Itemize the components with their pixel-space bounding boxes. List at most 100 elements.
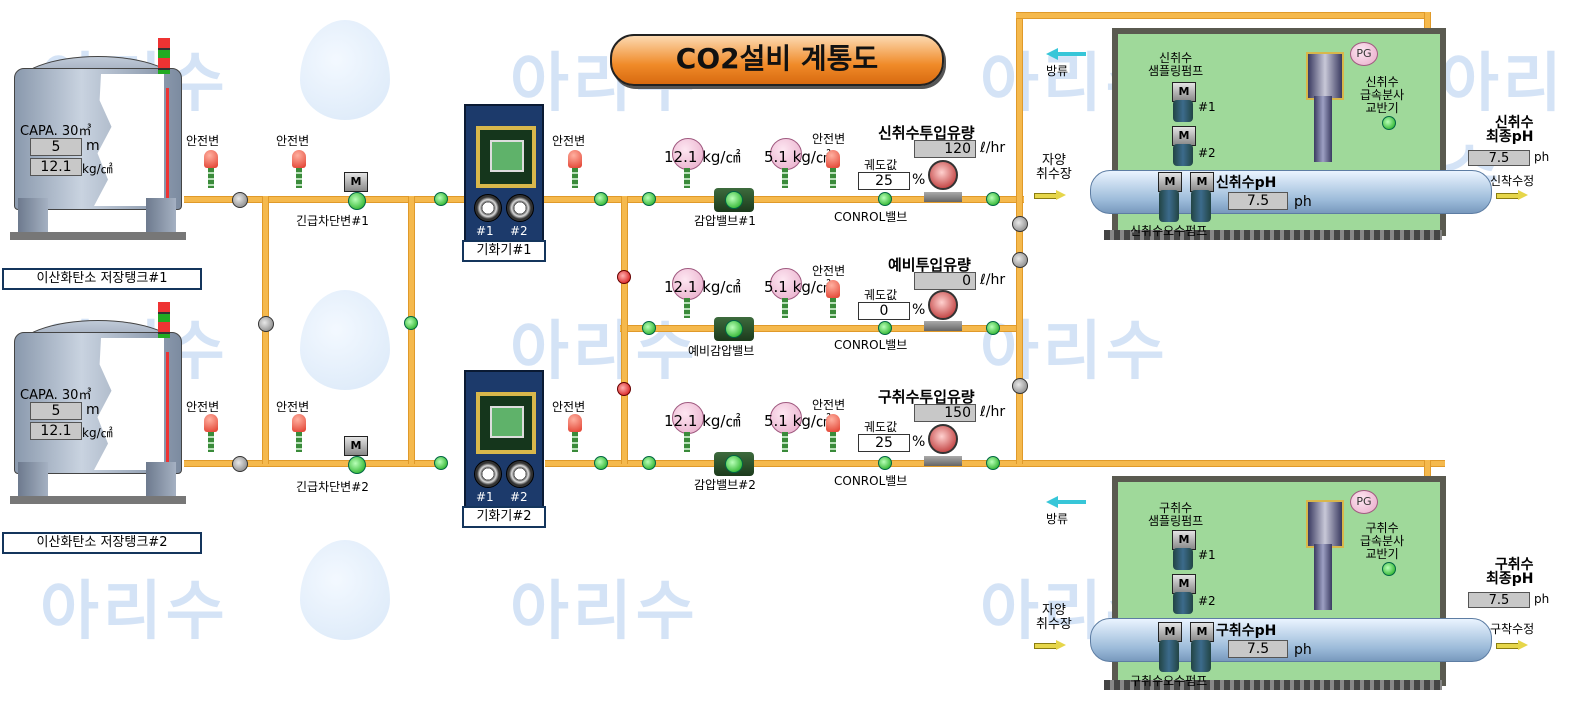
emergency-shutoff-valve-2[interactable]: M <box>336 436 376 474</box>
tank-level: 5 <box>30 402 82 420</box>
intake-pipe <box>1090 170 1492 214</box>
flow-meter <box>928 424 958 454</box>
outflow-arrow-icon <box>1496 190 1528 200</box>
safety-valve[interactable] <box>826 280 840 320</box>
closed-valve[interactable] <box>617 270 631 284</box>
manual-valve[interactable] <box>1012 252 1028 268</box>
open-valve[interactable] <box>404 316 418 330</box>
safety-valve[interactable] <box>204 150 218 190</box>
closed-valve[interactable] <box>617 382 631 396</box>
open-valve[interactable] <box>986 192 1000 206</box>
open-valve[interactable] <box>1382 116 1396 130</box>
vaporizer-1[interactable]: #1 #2 <box>464 104 544 260</box>
flow-meter <box>928 290 958 320</box>
inlet-pressure: 12.1 kg/㎠ <box>664 148 741 166</box>
open-valve[interactable] <box>642 192 656 206</box>
watermark: 아리수 <box>510 575 699 649</box>
control-valve[interactable] <box>878 321 892 335</box>
open-valve[interactable] <box>434 456 448 470</box>
safety-valve[interactable] <box>826 150 840 190</box>
spare-reducing-valve[interactable] <box>714 313 754 347</box>
emergency-valve-label: 긴급차단변#2 <box>296 480 369 494</box>
motor-icon: M <box>1172 530 1196 550</box>
tank-label: 이산화탄소 저장탱크#2 <box>2 532 202 554</box>
pressure-gauge <box>672 138 704 170</box>
transfer-pump[interactable] <box>1159 640 1179 672</box>
open-valve[interactable] <box>986 456 1000 470</box>
fan-icon <box>506 194 534 222</box>
safety-valve-label: 안전변 <box>186 400 220 414</box>
co2-storage-tank-1[interactable]: CAPA. 30㎥ 5 m 12.1 kg/㎠ 이산화탄소 저장탱크#1 <box>2 48 202 290</box>
control-valve-label: CONROL밸브 <box>834 210 908 224</box>
water-drop-icon <box>300 540 390 640</box>
tank-level: 5 <box>30 138 82 156</box>
tank-alarm-lamp <box>158 302 170 338</box>
control-valve[interactable] <box>878 192 892 206</box>
setpoint-label: 궤도값 <box>864 288 898 302</box>
safety-valve-label: 안전변 <box>812 132 846 146</box>
outlet-label: 신착수정 <box>1490 174 1535 188</box>
open-valve[interactable] <box>434 192 448 206</box>
reducing-valve-label: 예비감압밸브 <box>688 344 755 358</box>
safety-valve[interactable] <box>204 414 218 454</box>
pressure-gauge <box>770 268 802 300</box>
ph-value: 7.5 <box>1228 640 1288 658</box>
co2-storage-tank-2[interactable]: CAPA. 30㎥ 5 m 12.1 kg/㎠ 이산화탄소 저장탱크#2 <box>2 312 202 554</box>
pipe <box>408 196 415 464</box>
water-drop-icon <box>300 290 390 390</box>
setpoint-input[interactable]: 25 <box>858 434 910 452</box>
manual-valve[interactable] <box>232 456 248 472</box>
safety-valve[interactable] <box>292 150 306 190</box>
open-valve[interactable] <box>986 321 1000 335</box>
tank-pressure: 12.1 <box>30 422 82 440</box>
safety-valve-label: 안전변 <box>186 134 220 148</box>
flow-value: 0 <box>914 272 976 290</box>
tank-capacity: CAPA. 30㎥ <box>20 388 92 403</box>
safety-valve[interactable] <box>568 414 582 454</box>
transfer-pump[interactable] <box>1159 190 1179 222</box>
pipe <box>184 460 440 467</box>
safety-valve[interactable] <box>826 414 840 454</box>
pg-icon: PG <box>1350 490 1378 514</box>
sampling-pump-label: 구취수 샘플링펌프 <box>1148 501 1204 528</box>
safety-valve[interactable] <box>568 150 582 190</box>
vaporizer-2[interactable]: #1 #2 <box>464 370 544 526</box>
open-valve[interactable] <box>1382 562 1396 576</box>
control-valve[interactable] <box>878 456 892 470</box>
ph-value: 7.5 <box>1228 192 1288 210</box>
pressure-gauge <box>672 268 704 300</box>
control-valve-label: CONROL밸브 <box>834 338 908 352</box>
manual-valve[interactable] <box>1012 378 1028 394</box>
transfer-pump[interactable] <box>1191 640 1211 672</box>
emergency-shutoff-valve-1[interactable]: M <box>336 172 376 210</box>
motor-icon: M <box>1172 126 1196 146</box>
setpoint-input[interactable]: 25 <box>858 172 910 190</box>
rapid-injection-mixer[interactable] <box>1306 52 1344 162</box>
outlet-label: 구착수정 <box>1490 622 1535 636</box>
flow-value: 150 <box>914 404 976 422</box>
level-gauge <box>166 88 169 208</box>
pressure-reducing-valve-1[interactable] <box>714 184 754 218</box>
manual-valve[interactable] <box>258 316 274 332</box>
manual-valve[interactable] <box>232 192 248 208</box>
outlet-pressure: 5.1 kg/㎠ <box>764 148 831 166</box>
open-valve[interactable] <box>642 321 656 335</box>
rapid-injection-mixer[interactable] <box>1306 500 1344 610</box>
final-ph-value: 7.5 <box>1468 150 1530 166</box>
motor-icon: M <box>1172 82 1196 102</box>
manual-valve[interactable] <box>1012 216 1028 232</box>
tank-alarm-lamp <box>158 38 170 74</box>
flow-value: 120 <box>914 140 976 158</box>
discharge-arrow-icon <box>1046 496 1086 508</box>
motor-icon: M <box>1190 622 1214 642</box>
flow-title: 예비투입유량 <box>888 256 971 274</box>
safety-valve-label: 안전변 <box>552 400 586 414</box>
safety-valve-label: 안전변 <box>276 400 310 414</box>
open-valve[interactable] <box>594 192 608 206</box>
open-valve[interactable] <box>594 456 608 470</box>
open-valve[interactable] <box>642 456 656 470</box>
pressure-reducing-valve-2[interactable] <box>714 448 754 482</box>
setpoint-input[interactable]: 0 <box>858 302 910 320</box>
transfer-pump[interactable] <box>1191 190 1211 222</box>
safety-valve[interactable] <box>292 414 306 454</box>
